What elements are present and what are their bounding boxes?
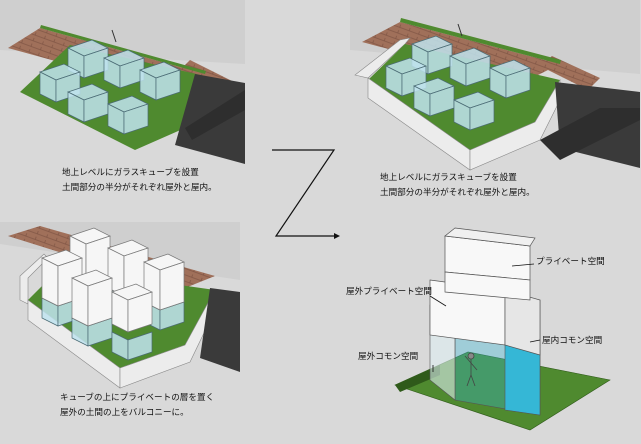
caption-line: 地上レベルにガラスキューブを設置 xyxy=(380,173,517,183)
caption-line: 地上レベルにガラスキューブを設置 xyxy=(62,168,199,178)
hedge-strip xyxy=(40,25,206,74)
label-private-space: プライベート空間 xyxy=(536,257,605,267)
caption-line: 屋外の土間の上をバルコニーに。 xyxy=(60,408,189,418)
caption-line: キューブの上にプライベートの層を置く xyxy=(60,393,215,403)
panel-2-caption: 地上レベルにガラスキューブを設置 土間部分の半分がそれぞれ屋外と屋内。 xyxy=(380,171,535,201)
panel-2-site xyxy=(350,0,640,171)
person-figure xyxy=(464,352,478,387)
stacked-private-cubes xyxy=(41,227,185,361)
panel-1-caption: 地上レベルにガラスキューブを設置 土間部分の半分がそれぞれ屋外と屋内。 xyxy=(62,166,217,196)
panel-1-site xyxy=(0,0,245,164)
label-outdoor-private-space: 屋外プライベート空間 xyxy=(346,287,432,297)
indoor-common-volume xyxy=(504,344,541,416)
glass-cubes xyxy=(39,39,181,135)
label-outdoor-common-space: 屋外コモン空間 xyxy=(358,352,419,362)
caption-line: 土間部分の半分がそれぞれ屋外と屋内。 xyxy=(62,183,217,193)
caption-line: 土間部分の半分がそれぞれ屋外と屋内。 xyxy=(380,188,535,198)
label-indoor-common-space: 屋内コモン空間 xyxy=(542,336,603,346)
panel-3-site xyxy=(0,222,240,389)
section-diagram xyxy=(394,227,611,431)
panel-3-caption: キューブの上にプライベートの層を置く 屋外の土間の上をバルコニーに。 xyxy=(60,391,214,421)
sequence-arrow xyxy=(272,149,336,237)
